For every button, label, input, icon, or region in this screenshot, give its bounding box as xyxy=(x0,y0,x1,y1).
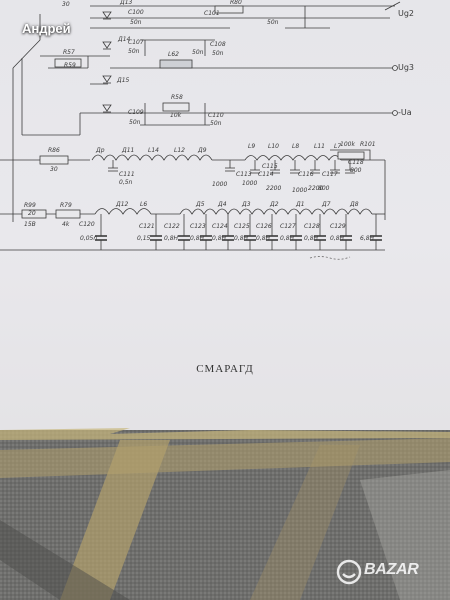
label-0-8h-g: 0,8H xyxy=(304,235,319,242)
label-c129: C129 xyxy=(330,223,346,230)
label-d9: Д9 xyxy=(198,147,207,154)
schematic-caption: СМАРАГД xyxy=(196,363,254,375)
label-d7: Д7 xyxy=(322,201,331,208)
label-c120: C120 xyxy=(79,221,95,228)
label-d4: Д4 xyxy=(218,201,227,208)
label-c101: C101 xyxy=(204,10,220,17)
schematic-sheet: Д13 C100 R80 C101 50n 30 50n Ug2 R57 Д14… xyxy=(0,0,450,430)
label-800-b: 800 xyxy=(350,167,362,174)
label-r101: R101 xyxy=(360,141,376,148)
label-d11: Д11 xyxy=(122,147,135,154)
output-ug2: Ug2 xyxy=(398,9,415,18)
label-c117: C117 xyxy=(322,171,338,178)
label-c113: C113 xyxy=(236,171,252,178)
label-d14: Д14 xyxy=(118,36,131,43)
label-l7: L7 xyxy=(334,143,342,150)
label-dr: Др xyxy=(96,147,105,154)
label-l8: L8 xyxy=(292,143,300,150)
paper-edge xyxy=(0,428,450,440)
label-0-8h-h: 0,8H xyxy=(330,235,345,242)
label-c128: C128 xyxy=(304,223,320,230)
output-ua: -Ua xyxy=(398,108,412,117)
label-d3: Д3 xyxy=(242,201,251,208)
label-l10: L10 xyxy=(268,143,279,150)
label-c122: C122 xyxy=(164,223,180,230)
label-30: 30 xyxy=(50,166,58,173)
bazar-logo-icon xyxy=(336,559,362,585)
label-l6: L6 xyxy=(140,201,148,208)
label-r79: R79 xyxy=(60,202,72,209)
label-1000-a: 1000 xyxy=(212,181,228,188)
label-50n-b: 50n xyxy=(267,19,279,26)
label-50n-f: 50n xyxy=(129,119,141,126)
label-d12: Д12 xyxy=(116,201,129,208)
label-l62: L62 xyxy=(168,51,179,58)
label-c124: C124 xyxy=(212,223,228,230)
label-l9: L9 xyxy=(248,143,256,150)
label-c123: C123 xyxy=(190,223,206,230)
label-r80: R80 xyxy=(230,0,242,6)
label-l14: L14 xyxy=(148,147,159,154)
label-c100: C100 xyxy=(128,9,144,16)
label-50n-d: 50n xyxy=(192,49,204,56)
label-0-8h-c: 0,8H xyxy=(212,235,227,242)
label-c121: C121 xyxy=(139,223,155,230)
label-c115: C115 xyxy=(262,163,278,170)
label-c126: C126 xyxy=(256,223,272,230)
label-d13: Д13 xyxy=(120,0,133,6)
label-d2: Д2 xyxy=(270,201,279,208)
label-2200-a: 2200 xyxy=(266,185,282,192)
label-c111: C111 xyxy=(119,171,135,178)
label-c109: C109 xyxy=(128,109,144,116)
label-d8: Д8 xyxy=(350,201,359,208)
seller-name-label: Андрей xyxy=(22,21,71,36)
label-50n-a: 50n xyxy=(130,19,142,26)
label-l12: L12 xyxy=(174,147,185,154)
label-100k: 100k xyxy=(340,141,355,148)
label-800-a: 800 xyxy=(318,185,330,192)
label-0-8h-f: 0,8H xyxy=(280,235,295,242)
label-c127: C127 xyxy=(280,223,296,230)
label-15v: 15В xyxy=(24,221,36,228)
bazar-watermark: BAZAR xyxy=(336,557,442,587)
label-c116: C116 xyxy=(298,171,314,178)
label-1000-b: 1000 xyxy=(242,180,258,187)
label-10k: 10k xyxy=(170,112,182,119)
label-r58: R58 xyxy=(171,94,183,101)
label-r86: R86 xyxy=(48,147,60,154)
label-d15: Д15 xyxy=(117,77,130,84)
label-0-8h-d: 0,8H xyxy=(234,235,249,242)
label-6-8h: 6,8H xyxy=(360,235,375,242)
label-2200-b: 2200 xyxy=(308,185,324,192)
label-d5: Д5 xyxy=(196,201,205,208)
label-c108: C108 xyxy=(210,41,226,48)
label-c110: C110 xyxy=(208,112,224,119)
label-0-15: 0,15 xyxy=(137,235,151,242)
label-1000-c: 1000 xyxy=(292,187,308,194)
label-0-8h-a: 0,8H xyxy=(164,235,179,242)
label-4k: 4k xyxy=(62,221,70,228)
label-r57: R57 xyxy=(63,49,75,56)
label-50n-c: 50n xyxy=(128,48,140,55)
label-0-5n: 0,5n xyxy=(119,179,133,186)
bazar-watermark-text: BAZAR xyxy=(364,561,419,578)
label-0-8h-e: 0,8H xyxy=(256,235,271,242)
label-d1: Д1 xyxy=(296,201,305,208)
output-ug3: Ug3 xyxy=(398,63,415,72)
label-r99: R99 xyxy=(24,202,36,209)
label-c118: C118 xyxy=(348,159,364,166)
label-l11: L11 xyxy=(314,143,325,150)
label-0-8h-b: 0,8H xyxy=(190,235,205,242)
label-0-05n: 0,05n xyxy=(80,235,98,242)
label-20: 20 xyxy=(28,210,36,217)
label-c114: C114 xyxy=(258,171,274,178)
label-c125: C125 xyxy=(234,223,250,230)
label-c107: C107 xyxy=(128,39,144,46)
label-50n-g: 50n xyxy=(210,120,222,127)
label-r59: R59 xyxy=(64,62,76,69)
label-50n-e: 50n xyxy=(212,50,224,57)
label-30-top: 30 xyxy=(62,1,70,8)
circuit-diagram xyxy=(0,1,401,260)
